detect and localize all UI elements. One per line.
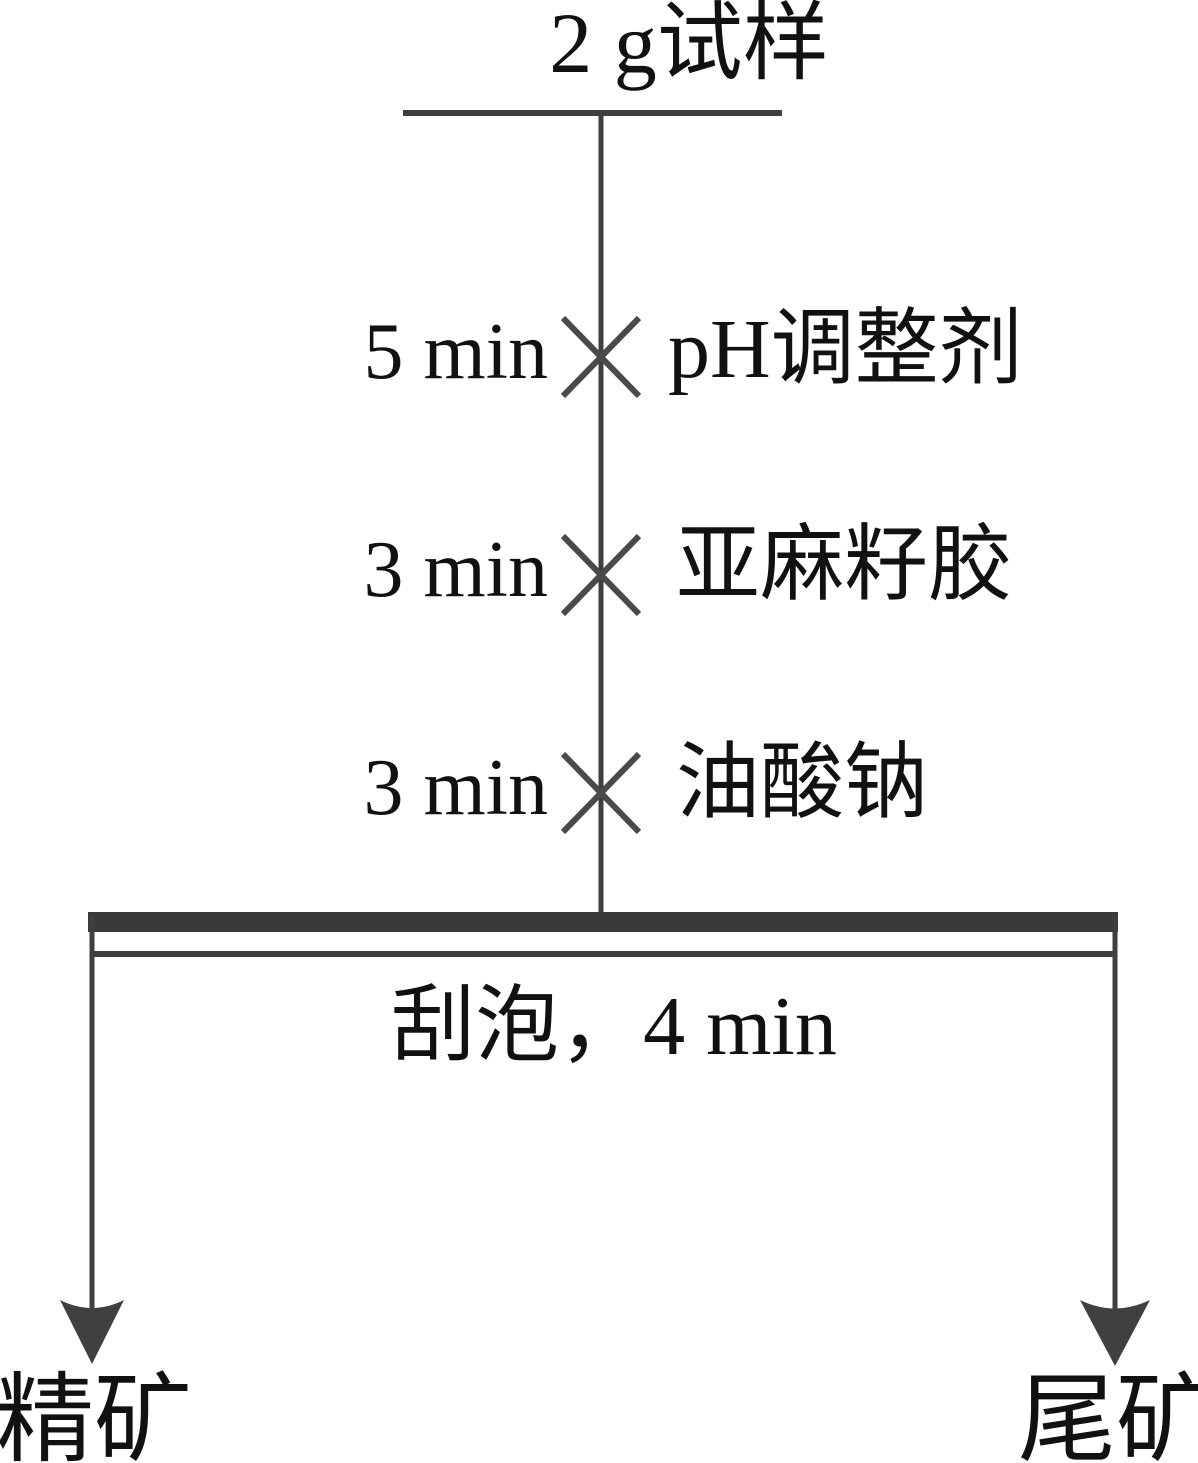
feed-label-text: 2 g试样 bbox=[549, 0, 829, 91]
conditioning-reagent-2: 亚麻籽胶 bbox=[676, 519, 1013, 612]
conditioning-time-3: 3 min bbox=[363, 744, 548, 832]
conditioning-time-2: 3 min bbox=[363, 526, 548, 614]
flotation-cell-bar bbox=[88, 912, 1118, 932]
conditioning-reagent-1: pH调整剂 bbox=[668, 303, 1023, 396]
x-cross-icon-1 bbox=[560, 315, 642, 399]
feed-label: 2 g试样 bbox=[0, 0, 1198, 86]
tailings-arrowhead-icon bbox=[1080, 1300, 1150, 1366]
x-cross-icon-2 bbox=[560, 533, 642, 617]
flotation-scrape-label-text: 刮泡，4 min bbox=[391, 980, 837, 1073]
product-label-concentrate: 精矿 bbox=[0, 1367, 193, 1463]
conditioning-time-1: 5 min bbox=[363, 308, 548, 396]
conditioning-reagent-3: 油酸钠 bbox=[676, 737, 929, 830]
product-label-tailings: 尾矿 bbox=[1018, 1367, 1198, 1463]
concentrate-arrowhead-icon bbox=[60, 1300, 124, 1364]
flotation-scrape-label: 刮泡，4 min bbox=[0, 985, 1198, 1069]
x-cross-icon-3 bbox=[560, 751, 642, 835]
